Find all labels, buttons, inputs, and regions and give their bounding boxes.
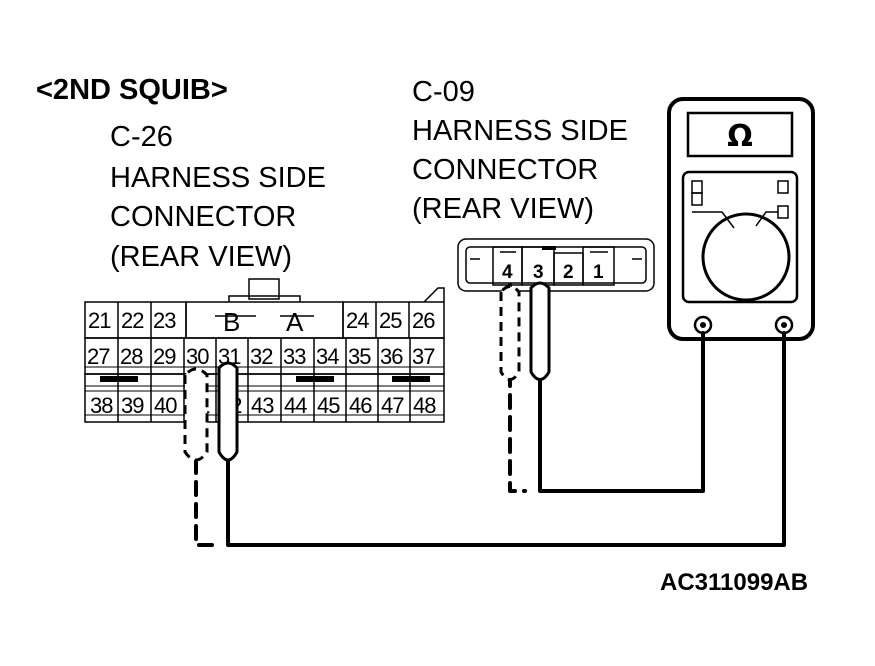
c26-row1-middle-block <box>185 301 344 339</box>
probe-c09-solid <box>529 281 551 381</box>
probe-c09-dashed <box>499 285 521 381</box>
ohm-symbol-icon: Ω <box>727 119 753 154</box>
c26-pin-23: 23 <box>153 308 176 333</box>
c26-key-bar <box>296 376 334 382</box>
meter-selector-dial <box>701 212 791 302</box>
c26-pin-30: 30 <box>186 344 209 369</box>
c09-line1: HARNESS SIDE <box>412 115 628 147</box>
c26-pin-29: 29 <box>153 344 176 369</box>
c26-key-bar <box>392 376 430 382</box>
c26-key-bar <box>100 376 138 382</box>
c26-pin-27: 27 <box>87 344 110 369</box>
c26-pin-35: 35 <box>348 344 371 369</box>
probe-c26-solid <box>217 361 239 462</box>
c26-pin-44: 44 <box>284 393 307 418</box>
c26-connector <box>84 278 445 423</box>
c26-pin-40: 40 <box>154 393 177 418</box>
c26-line2: CONNECTOR <box>110 201 296 233</box>
c26-row3-block <box>84 373 445 423</box>
c09-pin-4: 4 <box>502 262 513 283</box>
c09-label: C-09 HARNESS SIDE CONNECTOR (REAR VIEW) <box>412 76 628 225</box>
c26-pin-38: 38 <box>90 393 113 418</box>
c26-pin-47: 47 <box>381 393 404 418</box>
c26-line3: (REAR VIEW) <box>110 241 292 273</box>
c26-pin-28: 28 <box>120 344 143 369</box>
c26-pin-39: 39 <box>121 393 144 418</box>
c26-latch-base <box>228 295 301 302</box>
c09-line2: CONNECTOR <box>412 154 598 186</box>
c26-pin-34: 34 <box>316 344 339 369</box>
c09-cell-1 <box>582 246 615 286</box>
c26-pin-36: 36 <box>380 344 403 369</box>
c26-pin-43: 43 <box>251 393 274 418</box>
meter-body <box>667 97 815 341</box>
c26-pin-48: 48 <box>413 393 436 418</box>
c09-pin-2: 2 <box>563 262 574 283</box>
ohmmeter <box>667 97 815 341</box>
lead-solid-c09 <box>538 283 705 493</box>
c26-pin-21: 21 <box>88 308 111 333</box>
c09-pin-3: 3 <box>533 262 544 283</box>
c26-pin-45: 45 <box>317 393 340 418</box>
c09-connector <box>457 238 655 292</box>
c26-latch <box>248 278 280 300</box>
c09-housing <box>457 238 655 292</box>
c26-pin-46: 46 <box>349 393 372 418</box>
c09-id: C-09 <box>412 76 475 108</box>
c26-pin-22: 22 <box>121 308 144 333</box>
c26-id: C-26 <box>110 121 173 153</box>
c26-pin-24: 24 <box>346 308 369 333</box>
figure-code: AC311099AB <box>660 569 808 596</box>
probes <box>183 281 551 462</box>
probe-c26-dashed <box>183 367 209 462</box>
c09-line3: (REAR VIEW) <box>412 193 594 225</box>
c09-pin-labels: 4 3 2 1 <box>502 262 604 283</box>
c26-label: C-26 HARNESS SIDE CONNECTOR (REAR VIEW) <box>110 121 326 273</box>
c26-pin-37: 37 <box>412 344 435 369</box>
diagram-title: <2ND SQUIB> <box>36 74 228 106</box>
c26-pin-25: 25 <box>379 308 402 333</box>
c26-pin-b: B <box>223 307 240 337</box>
c26-pin-32: 32 <box>250 344 273 369</box>
c26-pin-labels: 21 22 23 B A 24 25 26 27 28 29 30 31 32 … <box>87 307 437 418</box>
c26-pin-33: 33 <box>283 344 306 369</box>
meter-dial-panel <box>681 170 799 304</box>
meter-display <box>686 111 794 158</box>
c26-pin-26: 26 <box>412 308 435 333</box>
c26-pin-a: A <box>286 307 304 337</box>
c26-line1: HARNESS SIDE <box>110 162 326 194</box>
c09-pin-1: 1 <box>593 262 604 283</box>
